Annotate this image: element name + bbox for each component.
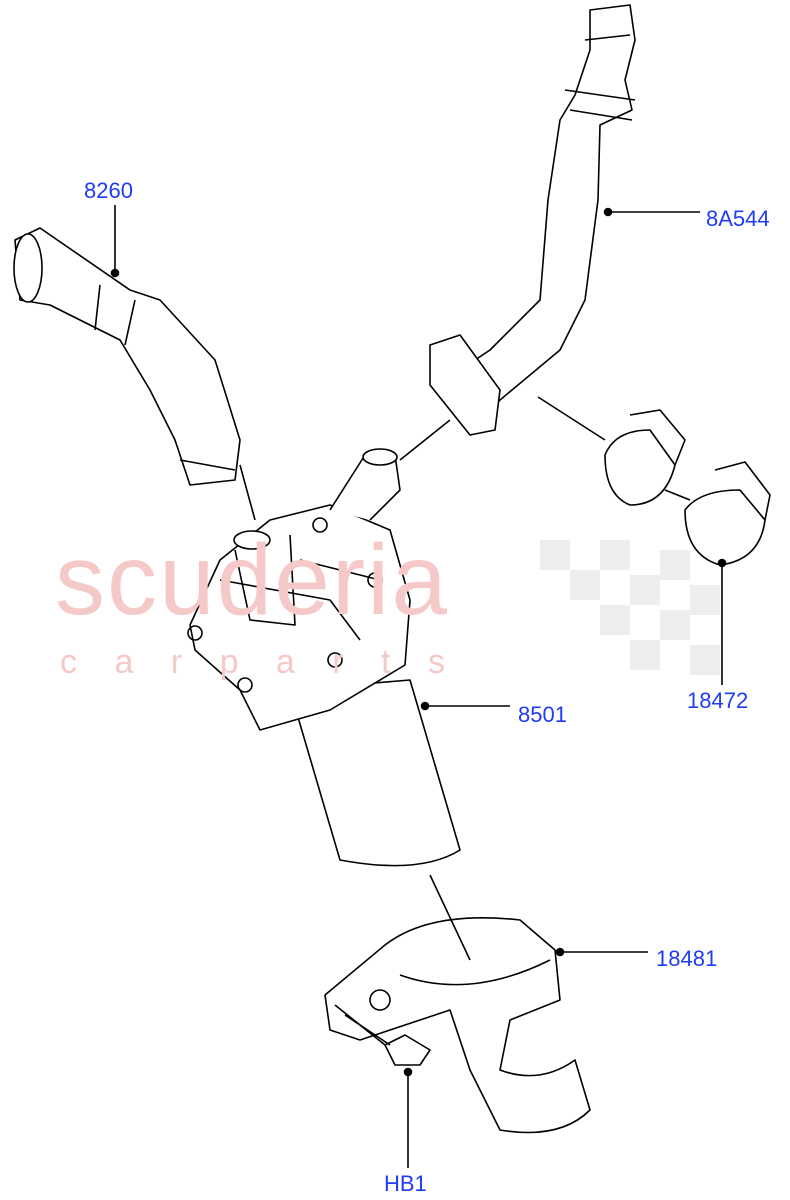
callout-hb1[interactable]: HB1 [384,1171,427,1196]
leader-lines [110,205,727,1168]
pump-8501[interactable] [187,448,461,867]
callout-8501[interactable]: 8501 [518,702,567,727]
callout-8a544[interactable]: 8A544 [706,206,770,231]
callout-8260[interactable]: 8260 [84,178,133,203]
hose-8a544[interactable] [429,4,636,436]
assembly-guide-lines [239,396,606,1046]
callout-18481[interactable]: 18481 [656,946,718,971]
bracket-18481[interactable] [324,916,591,1134]
clip-18472[interactable] [604,409,771,566]
hose-8260[interactable] [13,227,241,486]
watermark-flag-icon [540,540,720,675]
callout-18472[interactable]: 18472 [687,688,749,713]
